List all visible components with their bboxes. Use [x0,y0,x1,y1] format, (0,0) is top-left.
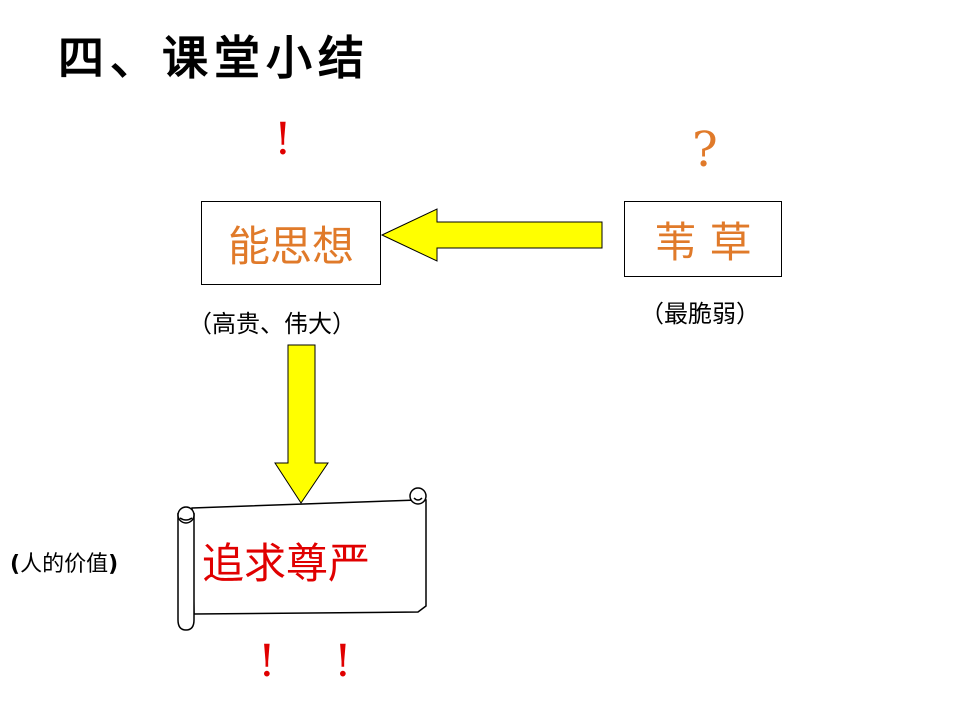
arrow-down [274,344,329,504]
exclamation-mark-bottom-1: ! [258,636,276,687]
arrow-left [380,208,603,262]
reed-box: 苇 草 [624,201,782,277]
reed-note: （最脆弱） [640,300,760,328]
question-mark: ? [692,122,718,178]
scroll-shape [177,487,427,631]
side-label-text: 人的价值 [20,552,109,577]
think-box: 能思想 [201,201,381,285]
exclamation-mark-top: ! [274,114,292,165]
exclamation-mark-bottom-2: ! [334,636,352,687]
side-label-open: ( [10,552,21,577]
slide-title: 四、课堂小结 [58,31,370,85]
scroll-label: 追求尊严 [202,539,371,588]
side-label-close: ) [108,552,119,577]
think-box-label: 能思想 [227,221,354,271]
side-label: (人的价值) [10,546,118,578]
think-note: （高贵、伟大） [188,310,356,338]
reed-box-label: 苇 草 [654,217,752,267]
